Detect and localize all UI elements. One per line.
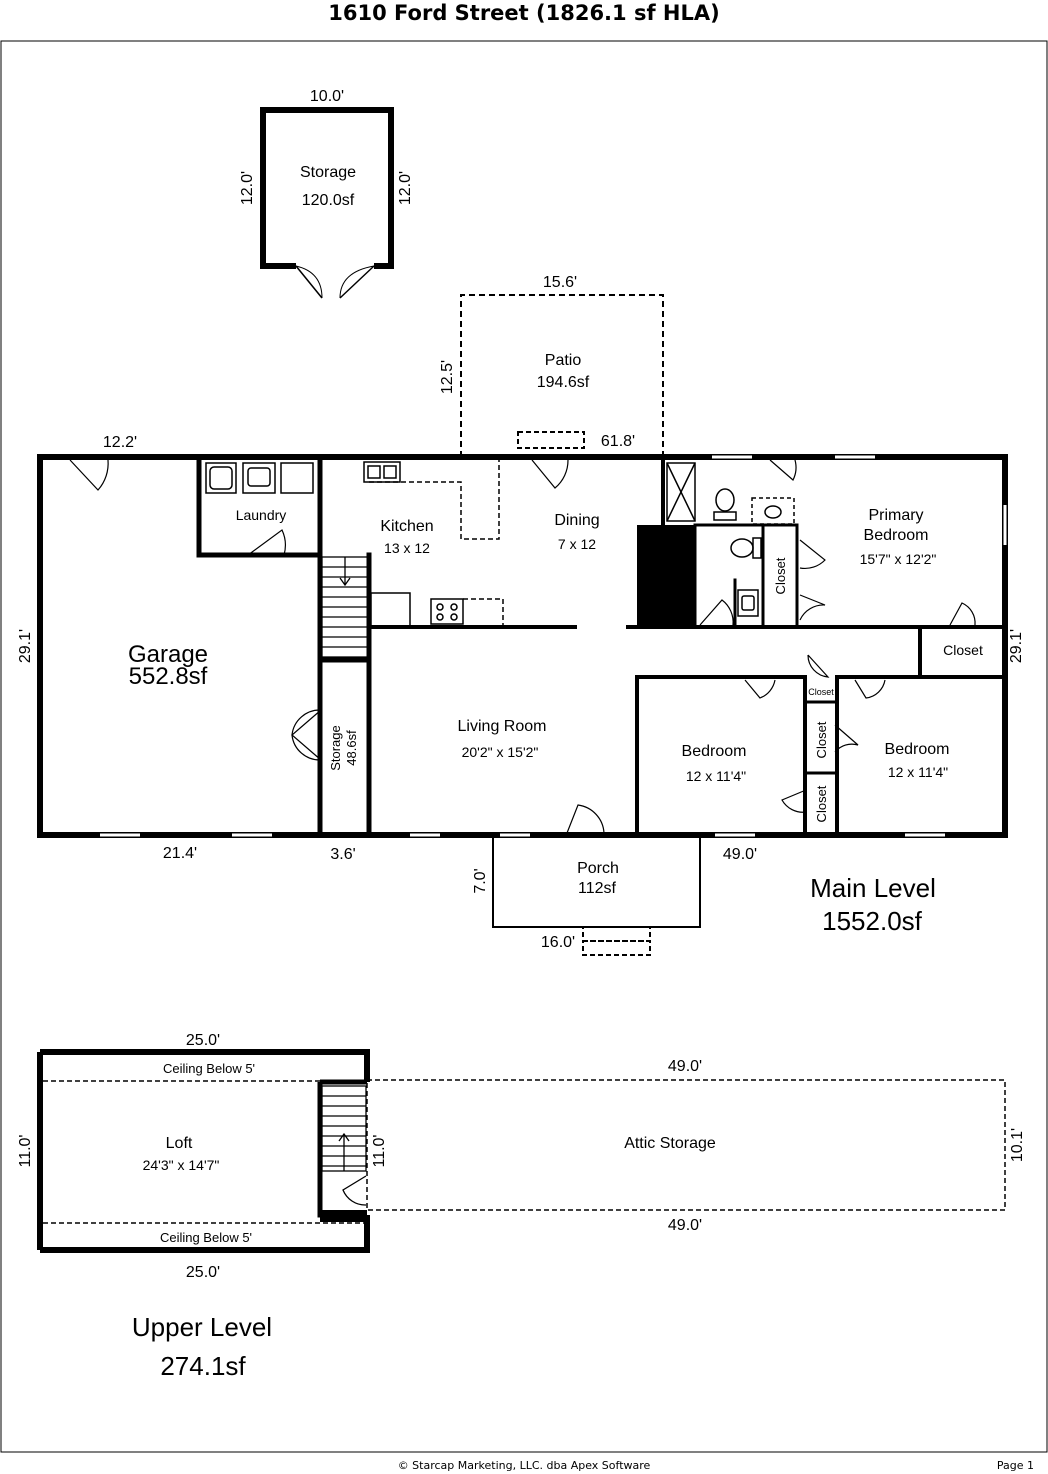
dim-patio-top: 15.6' <box>543 274 577 291</box>
patio-name: Patio <box>545 352 582 369</box>
garage-area: 552.8sf <box>129 663 208 690</box>
dim-loft-left: 11.0' <box>17 1134 34 1167</box>
storage-small-area: 48.6sf <box>344 730 359 766</box>
closet-bed3: Closet <box>814 785 829 822</box>
bedroom-2-name: Bedroom <box>682 743 747 760</box>
dim-patio-left: 12.5' <box>439 360 456 394</box>
dim-loft-right: 11.0' <box>371 1134 388 1167</box>
dim-house-bottom: 49.0' <box>723 846 757 863</box>
main-stairs <box>321 556 369 658</box>
main-level-label: Main Level <box>810 873 936 903</box>
bedroom-2-size: 12 x 11'4" <box>686 768 746 784</box>
dim-loft-top: 25.0' <box>186 1032 220 1049</box>
kitchen-size: 13 x 12 <box>384 540 430 556</box>
dining-name: Dining <box>554 512 599 529</box>
dim-shed-right: 12.0' <box>397 171 414 205</box>
dim-attic-right: 10.1' <box>1009 1128 1026 1162</box>
shed-area: 120.0sf <box>302 192 355 209</box>
main-level-area: 1552.0sf <box>822 906 923 936</box>
storage-shed <box>260 107 394 299</box>
closet-small: Closet <box>808 687 834 697</box>
attic-name: Attic Storage <box>624 1135 716 1152</box>
page-title: 1610 Ford Street (1826.1 sf HLA) <box>328 1 720 25</box>
living-room-size: 20'2" x 15'2" <box>462 744 539 760</box>
porch-area: 112sf <box>578 880 617 897</box>
primary-bedroom-line2: Bedroom <box>864 527 929 544</box>
bedroom-3-size: 12 x 11'4" <box>888 764 948 780</box>
upper-level-area: 274.1sf <box>160 1351 246 1381</box>
porch-steps <box>582 926 651 956</box>
storage-small-name: Storage <box>328 725 343 771</box>
ceiling-bottom-label: Ceiling Below 5' <box>160 1230 252 1245</box>
dim-garage-top: 12.2' <box>103 434 137 451</box>
dim-house-top: 61.8' <box>601 433 635 450</box>
laundry-label: Laundry <box>236 507 287 523</box>
closet-hall: Closet <box>943 642 983 658</box>
loft-size: 24'3" x 14'7" <box>143 1157 220 1173</box>
ceiling-top-label: Ceiling Below 5' <box>163 1061 255 1076</box>
dim-attic-top: 49.0' <box>668 1058 702 1075</box>
upper-level-label: Upper Level <box>132 1312 272 1342</box>
page-border <box>0 40 1048 1453</box>
loft-stairs <box>321 1085 367 1206</box>
fixtures <box>205 460 795 627</box>
garage-name: Garage <box>128 641 208 668</box>
dim-porch-bottom: 16.0' <box>541 934 575 951</box>
dim-right-side: 29.1' <box>1008 629 1025 663</box>
patio-step <box>517 431 585 449</box>
porch-outline <box>492 838 701 928</box>
dim-left-side: 29.1' <box>17 629 34 663</box>
page-number: Page 1 <box>996 1459 1034 1472</box>
closet-primary: Closet <box>773 557 788 594</box>
shed-name: Storage <box>300 164 356 181</box>
patio-outline <box>460 294 664 457</box>
dining-size: 7 x 12 <box>558 536 596 552</box>
primary-bedroom-line1: Primary <box>868 507 923 524</box>
living-room-name: Living Room <box>458 718 547 735</box>
dim-attic-bottom: 49.0' <box>668 1217 702 1234</box>
dim-storage-bottom: 3.6' <box>330 846 355 863</box>
bedroom-3-name: Bedroom <box>885 741 950 758</box>
upper-level-walls <box>37 1049 1006 1253</box>
patio-area: 194.6sf <box>537 374 590 391</box>
porch-name: Porch <box>577 860 619 877</box>
chimney-block <box>637 525 695 627</box>
dim-garage-bottom: 21.4' <box>163 845 197 862</box>
loft-stair-landing <box>320 1210 367 1222</box>
dim-shed-top: 10.0' <box>310 88 344 105</box>
dim-loft-bottom: 25.0' <box>186 1264 220 1281</box>
door-swings <box>69 459 976 834</box>
dim-shed-left: 12.0' <box>239 171 256 205</box>
closet-bed2: Closet <box>814 721 829 758</box>
kitchen-name: Kitchen <box>380 518 433 535</box>
loft-name: Loft <box>166 1135 193 1152</box>
dim-porch-side: 7.0' <box>472 868 489 893</box>
primary-bedroom-size: 15'7" x 12'2" <box>860 551 937 567</box>
copyright-footer: © Starcap Marketing, LLC. dba Apex Softw… <box>397 1459 651 1472</box>
